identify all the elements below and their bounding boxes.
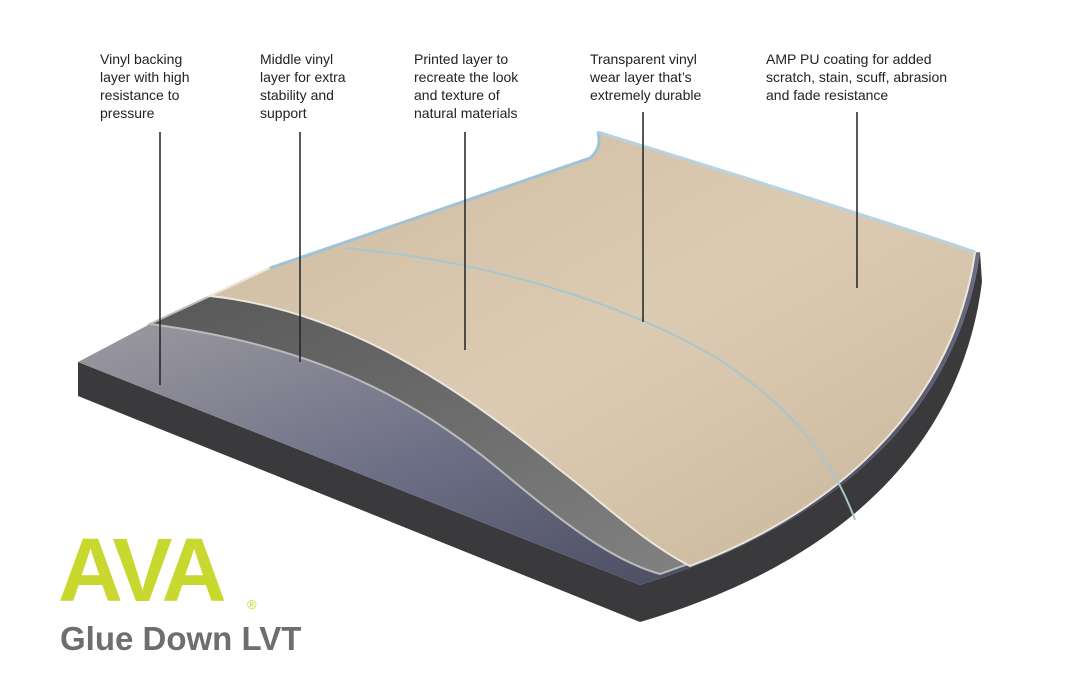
backing-layer-edge: [78, 252, 982, 622]
callout-wear-layer: Transparent vinyl wear layer that’s extr…: [590, 51, 702, 103]
callout-printed-layer: Printed layer to recreate the look and t…: [414, 51, 519, 121]
product-name: Glue Down LVT: [60, 620, 302, 657]
pu-coating-edge: [597, 130, 976, 254]
callout-backing-layer: Vinyl backing layer with high resistance…: [100, 51, 190, 121]
brand-logo: AVA: [58, 521, 227, 621]
callout-middle-layer: Middle vinyl layer for extra stability a…: [260, 51, 346, 121]
callout-pu-coating: AMP PU coating for added scratch, stain,…: [766, 51, 948, 103]
registered-mark: ®: [247, 597, 257, 612]
transparent-wear-layer: [269, 131, 601, 270]
leader-lines: [159, 112, 858, 385]
wear-layer-edge-curve: [344, 247, 856, 521]
